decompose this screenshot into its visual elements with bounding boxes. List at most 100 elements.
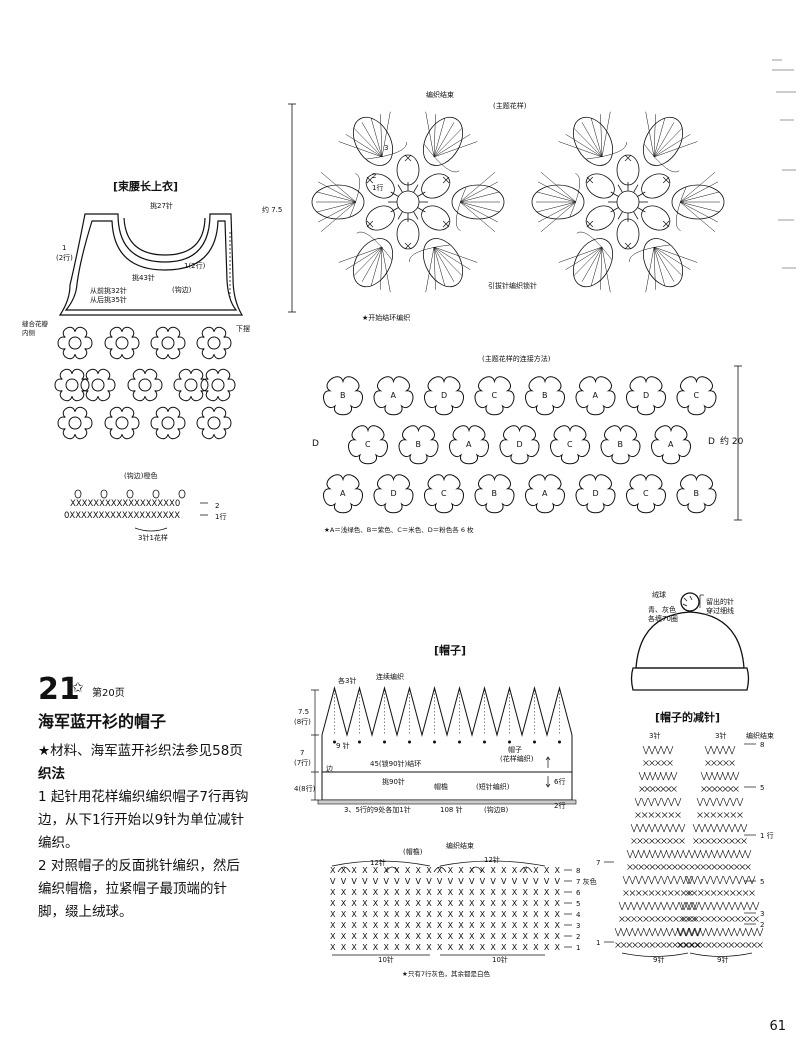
garment-flower <box>57 326 93 360</box>
dec-sc-mark <box>741 838 747 844</box>
dec-sc-mark <box>623 890 629 896</box>
hat-sketch <box>630 592 750 691</box>
motif-fan-stitch <box>653 246 666 287</box>
dec-sc-mark <box>717 890 723 896</box>
motif-fan-stitch <box>679 201 720 213</box>
join-flower-letter: C <box>567 440 573 449</box>
dec-sc-mark <box>649 786 656 792</box>
motif-fan-stitch <box>459 191 500 203</box>
motif-fan-stitch <box>433 117 446 158</box>
pattern-star: ✩ <box>72 680 84 696</box>
dec-sc-mark <box>649 838 655 844</box>
motif-fan-stitch <box>653 117 666 158</box>
dec-v-mark <box>735 875 743 885</box>
dec-sc-mark <box>685 916 691 922</box>
dec-sc-mark <box>728 942 735 948</box>
motif-fan-stitch <box>600 114 603 157</box>
garment-flower <box>196 406 232 440</box>
dec-sc-mark <box>753 916 759 922</box>
hat-two: 2行 <box>554 801 565 810</box>
edging-row1-symbols: 0XXXXXXXXXXXXXXXXXXX <box>64 511 180 521</box>
dec-sc-mark <box>660 786 667 792</box>
dec-sc-mark <box>637 916 643 922</box>
garment-flower-center <box>91 378 105 392</box>
join-size-bracket <box>734 365 742 521</box>
edging-repeat: 3针1花样 <box>138 533 168 542</box>
motif-chain-arc <box>569 173 581 217</box>
garment-flower-grid <box>54 326 236 440</box>
dec-v-mark <box>728 927 735 937</box>
motif-outer-petal <box>451 184 505 220</box>
brim-loop <box>337 866 351 873</box>
dec-sc-mark <box>706 786 713 792</box>
motif-fan-stitch <box>653 246 698 263</box>
dec-sc-mark <box>661 760 667 766</box>
motif-fan-stitch <box>433 246 478 263</box>
brim-row-symbols: XXXXXXXXXXXXXXXXXXXXXX <box>330 943 561 952</box>
hat-pattern-label2: (花样编织) <box>500 754 534 763</box>
motif-fan-stitch <box>433 246 463 277</box>
dec-sc-mark <box>747 916 753 922</box>
page-number: 61 <box>769 1019 786 1034</box>
join-flower <box>323 474 363 514</box>
join-flower-letter: D <box>593 489 599 498</box>
label-hem: 下摆 <box>236 324 250 333</box>
dec-v-mark <box>716 771 724 781</box>
hat-color2: 各缠70圈 <box>648 614 678 623</box>
garment-flower-center <box>161 416 175 430</box>
dec-v-mark <box>654 927 662 937</box>
dec-sc-mark <box>660 864 667 870</box>
dec-v-mark <box>666 823 674 833</box>
dec-sc-mark <box>642 890 648 896</box>
motif-sc-mark <box>366 176 374 184</box>
hat-arrow-down <box>545 776 551 788</box>
dec-sc-mark <box>711 916 717 922</box>
dec-row-label: 1 行 <box>760 831 774 840</box>
brim-loop <box>433 866 447 873</box>
dec-sc-mark <box>689 942 695 948</box>
dec-sc-mark <box>717 812 723 818</box>
edging-repeat-bracket <box>134 527 168 532</box>
dec-v-mark <box>699 849 707 859</box>
join-flower-letter: D <box>441 391 447 400</box>
join-flower <box>626 376 666 416</box>
hat-zigzag-top <box>321 686 573 737</box>
motif-fan-stitch <box>433 114 436 157</box>
motif-fan-stitch <box>538 201 577 223</box>
dec-sc-mark <box>729 916 735 922</box>
brim-row-symbols: XXXXXXXXXXXXXXXXXXXXXX <box>330 888 561 897</box>
dec-v-mark <box>649 927 656 937</box>
hat-six: 6行 <box>554 777 565 786</box>
motif-spoke <box>617 211 623 220</box>
motif-sc-mark <box>366 220 374 228</box>
join-flower-letter: A <box>542 489 548 498</box>
dec-v-mark <box>676 927 684 937</box>
motif-inner-petal <box>641 205 671 231</box>
dec-sc-mark <box>675 812 681 818</box>
dec-v-mark <box>660 823 668 833</box>
dec-v-mark <box>665 849 673 859</box>
edging-row2-symbols: XXXXXXXXXXXXXXXXXX0 <box>70 499 180 509</box>
dec-sc-mark <box>717 786 723 792</box>
dec-v-mark <box>666 927 673 937</box>
dec-sc-mark <box>683 864 689 870</box>
motif-chain-arc <box>366 141 407 160</box>
dec-sc-mark <box>745 942 752 948</box>
join-flower-letter: B <box>618 440 624 449</box>
dec-sc-mark <box>674 890 680 896</box>
dec-v-mark <box>682 849 690 859</box>
dec-sc-mark <box>678 942 684 948</box>
join-flower <box>550 425 590 465</box>
dec-v-mark <box>624 901 632 911</box>
dec-row-label: 8 <box>760 741 764 749</box>
dec-sc-mark <box>711 838 717 844</box>
dec-v-mark <box>654 745 662 755</box>
dec-sc-mark <box>615 942 621 948</box>
dec-sc-mark <box>655 890 661 896</box>
hat-each: 各3针 <box>338 676 356 685</box>
join-flower <box>398 425 439 465</box>
dec-v-mark <box>744 849 752 859</box>
dec-sc-mark <box>666 864 672 870</box>
brim-row-label: 8 <box>576 867 580 875</box>
join-flower-letter: D <box>643 391 649 400</box>
